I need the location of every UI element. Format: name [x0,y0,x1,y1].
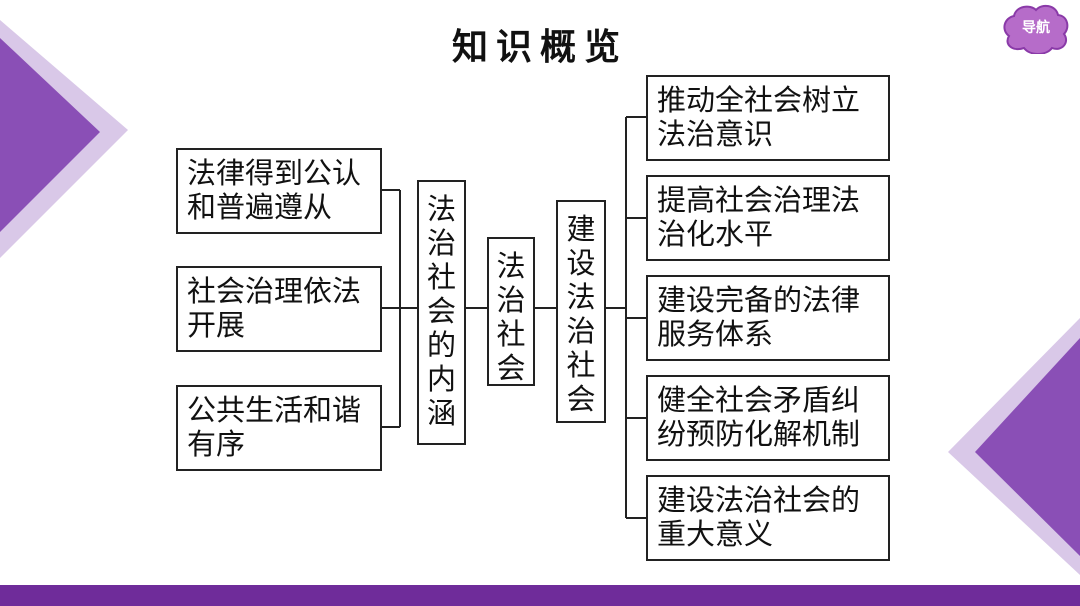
left-item-3-text: 公共生活和谐有序 [187,393,362,461]
cloud-icon [1003,4,1069,54]
left-item-2: 社会治理依法开展 [176,266,382,352]
nav-button[interactable]: 导航 [1000,2,1072,54]
inner-meaning-box: 法治社会的内涵 [417,180,466,445]
left-triangle-inner [0,38,100,232]
center-box: 法治社会 [487,237,535,386]
center-text: 法治社会 [496,249,526,385]
right-item-2: 提高社会治理法治化水平 [646,175,890,261]
left-item-1: 法律得到公认和普遍遵从 [176,148,382,234]
build-box: 建设法治社会 [556,200,606,423]
right-item-3-text: 建设完备的法律服务体系 [657,283,861,351]
nav-button-label: 导航 [1022,20,1050,36]
left-item-2-text: 社会治理依法开展 [187,274,362,342]
right-item-4-text: 健全社会矛盾纠纷预防化解机制 [657,383,861,451]
right-item-4: 健全社会矛盾纠纷预防化解机制 [646,375,890,461]
right-item-1-text: 推动全社会树立法治意识 [657,83,861,151]
left-item-3: 公共生活和谐有序 [176,385,382,471]
right-item-5: 建设法治社会的重大意义 [646,475,890,561]
right-item-5-text: 建设法治社会的重大意义 [657,483,861,551]
build-text: 建设法治社会 [566,212,596,416]
right-item-1: 推动全社会树立法治意识 [646,75,890,161]
inner-meaning-text: 法治社会的内涵 [426,192,456,430]
page-title: 知识概览 [451,27,628,68]
left-item-1-text: 法律得到公认和普遍遵从 [187,156,362,224]
bottom-bar [0,585,1080,606]
right-triangle-inner [975,338,1080,556]
right-item-3: 建设完备的法律服务体系 [646,275,890,361]
right-item-2-text: 提高社会治理法治化水平 [657,183,861,251]
